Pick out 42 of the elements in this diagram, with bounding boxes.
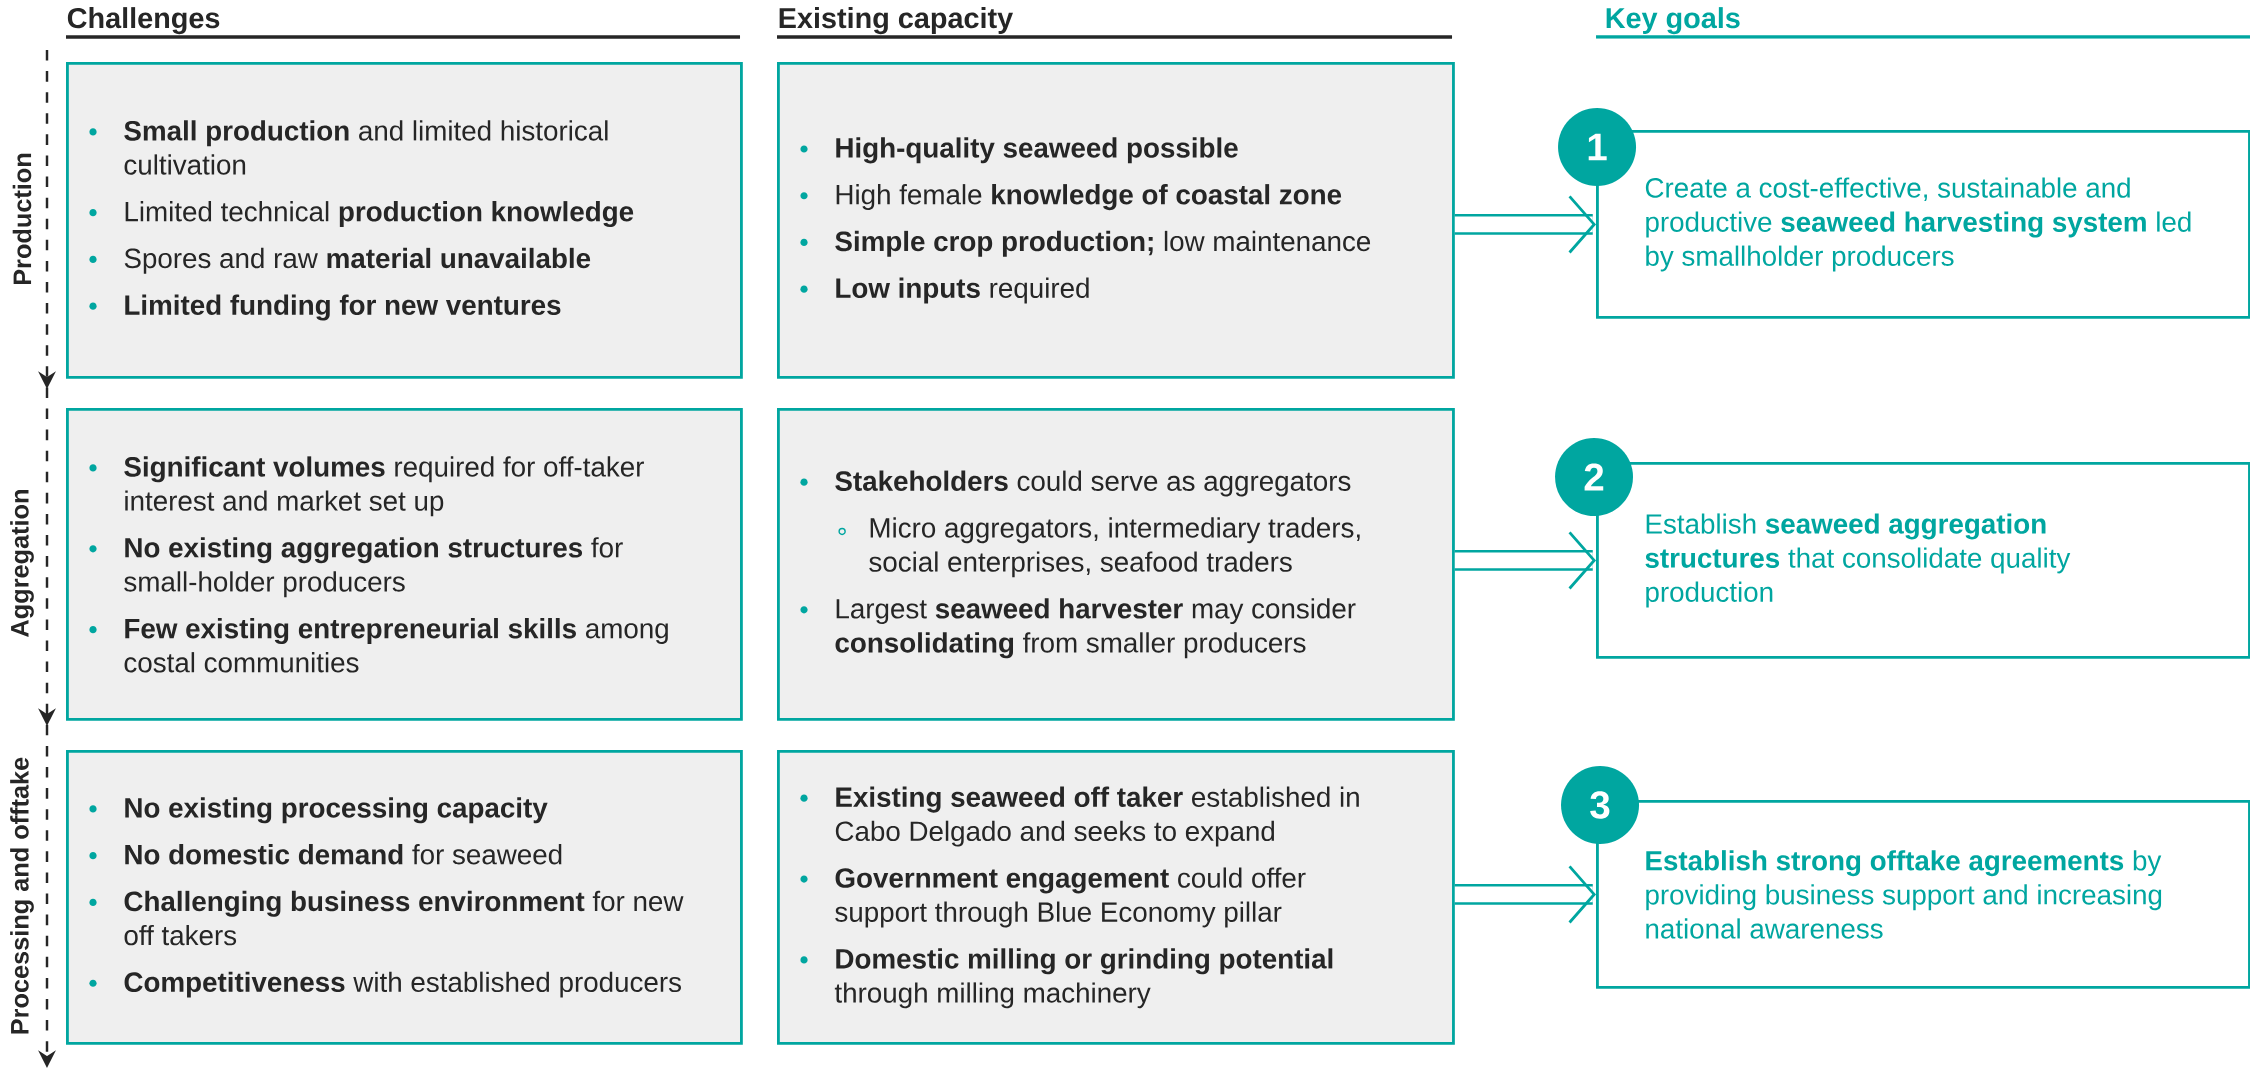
content-box	[66, 750, 743, 1045]
bullet-item: Stakeholders could serve as aggregators	[800, 470, 1351, 497]
content-box	[66, 62, 743, 379]
content-box	[777, 62, 1455, 379]
goal-box: Create a cost-effective, sustainable and productive seaweed harvesting system led by smallholder producers 1	[1558, 108, 2250, 319]
bullet-item: Small production and limited historical cultivation	[89, 120, 608, 175]
column-heading: Challenges	[67, 7, 220, 35]
bullet-item: Government engagement could offer support through Blue Economy pillar	[800, 867, 1306, 928]
goal-box: Establish strong offtake agreements by providing business support and increasing national awareness 3	[1561, 766, 2250, 989]
column-heading: Key goals	[1606, 7, 1740, 35]
content-box	[66, 408, 743, 721]
number-badge: 3	[1561, 766, 1640, 845]
bullet-item: High female knowledge of coastal zone	[800, 184, 1342, 211]
bullet-item: Significant volumes required for off-taker interest and market set up	[89, 456, 644, 517]
column-heading: Existing capacity	[779, 7, 1013, 35]
content-box	[777, 408, 1455, 721]
bullet-item: Limited funding for new ventures	[89, 294, 561, 321]
bullet-item: Low inputs required	[800, 277, 1089, 304]
hollow-arrow	[1454, 195, 1597, 254]
bullet-item: No domestic demand for seaweed	[89, 844, 562, 865]
hollow-arrow	[1454, 531, 1597, 590]
row-label: Production	[12, 153, 32, 285]
bullet-item: Few existing entrepreneurial skills among costal communities	[89, 618, 668, 673]
bullet-item: Competitiveness with established producers	[89, 971, 681, 998]
number-badge: 1	[1558, 108, 1637, 186]
bullet-item: Existing seaweed off taker established in Cabo Delgado and seeks to expand	[800, 786, 1359, 847]
bullet-item: Limited technical production knowledge	[89, 201, 634, 228]
goal-box: Establish seaweed aggregation structures that consolidate quality production 2	[1555, 438, 2250, 659]
bullet-item: Spores and raw material unavailable	[89, 247, 591, 274]
bullet-item: No existing aggregation structures for small-holder producers	[89, 537, 623, 598]
hollow-arrow	[1454, 865, 1597, 924]
bullet-item: No existing processing capacity	[89, 797, 548, 824]
bullet-item: Largest seaweed harvester may consider consolidating from smaller producers	[800, 598, 1356, 659]
bullet-item: High-quality seaweed possible	[800, 137, 1238, 164]
sub-bullet-item: Micro aggregators, intermediary traders, social enterprises, seafood traders	[838, 517, 1360, 578]
bullet-item: Simple crop production; low maintenance	[800, 230, 1371, 257]
row-label: Aggregation	[10, 490, 34, 637]
bullet-item: Domestic milling or grinding potential through milling machinery	[800, 948, 1333, 1009]
row-label: Processing and offtake	[10, 757, 34, 1034]
bullet-item: Challenging business environment for new off takers	[89, 890, 684, 946]
number-badge: 2	[1555, 438, 1634, 516]
content-box	[777, 750, 1455, 1045]
